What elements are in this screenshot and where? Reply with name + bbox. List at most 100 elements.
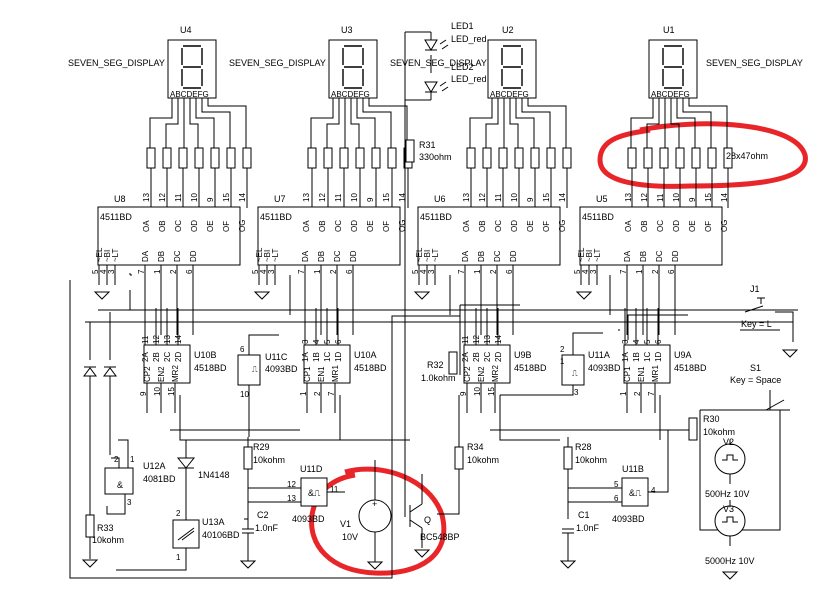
display-pins: ABCDEFG xyxy=(170,90,209,99)
resistor-array xyxy=(146,147,733,208)
resistor-r30: R30 10kohm xyxy=(688,414,735,441)
svg-text:2B: 2B xyxy=(472,352,481,362)
pin-number: 7 xyxy=(457,269,466,274)
diode-1n4148: 1N4148 xyxy=(176,440,230,500)
svg-text:BC548BP: BC548BP xyxy=(420,532,460,542)
pin-name: ~EL xyxy=(255,247,264,262)
pin-name: DD xyxy=(509,250,518,262)
svg-text:15: 15 xyxy=(167,387,176,396)
svg-text:EN1: EN1 xyxy=(317,366,326,382)
gate-u13a: 2 1 U13A 40106BD xyxy=(116,500,240,571)
svg-text:R33: R33 xyxy=(97,523,114,533)
svg-text:Key = L: Key = L xyxy=(741,319,772,329)
pin-number: 3 xyxy=(267,269,276,274)
gate-ref: U11C xyxy=(265,352,288,362)
svg-text:MR2: MR2 xyxy=(491,365,500,382)
display-type: SEVEN_SEG_DISPLAY xyxy=(706,58,803,68)
svg-text:1D: 1D xyxy=(334,352,343,362)
ground-icon xyxy=(93,291,111,300)
pin-name: OF xyxy=(542,221,551,232)
svg-text:⎍: ⎍ xyxy=(572,369,578,378)
pin-number: 3 xyxy=(107,269,116,274)
svg-text:R28: R28 xyxy=(575,442,592,452)
pin-name: DA xyxy=(461,250,470,262)
pin-number: 1 xyxy=(473,269,482,274)
resistor xyxy=(178,147,188,169)
resistor xyxy=(466,147,476,169)
pin-number: 12 xyxy=(478,193,487,202)
bus-wires xyxy=(69,273,798,579)
pin-number: 1 xyxy=(313,269,322,274)
svg-text:+: + xyxy=(372,499,377,509)
counter-group: 112A122B132C142DCP29EN210MR215U10B4518BD… xyxy=(139,308,707,413)
gate-part: 4081BD xyxy=(143,474,176,484)
pin-name: OB xyxy=(158,220,167,232)
svg-text:1B: 1B xyxy=(632,352,641,362)
pin-name: OC xyxy=(656,220,665,232)
gate-ref: U11D xyxy=(300,464,323,474)
pin-number: 1 xyxy=(635,269,644,274)
pin-name: OG xyxy=(398,220,407,232)
svg-text:10kohm: 10kohm xyxy=(253,455,285,465)
pin-name: ~BI xyxy=(103,250,112,262)
svg-text:2: 2 xyxy=(114,455,119,464)
svg-text:7: 7 xyxy=(327,391,336,396)
svg-text:R30: R30 xyxy=(703,414,720,424)
pin-name: OE xyxy=(206,220,215,232)
resistor-r33: R33 10kohm xyxy=(85,514,124,559)
resistor xyxy=(562,147,572,169)
resistor xyxy=(210,147,220,169)
pin-name: DC xyxy=(333,250,342,262)
pin-number: 14 xyxy=(398,193,407,202)
pin-number: 10 xyxy=(510,193,519,202)
pin-name: OF xyxy=(382,221,391,232)
ground-icon xyxy=(781,349,799,358)
ground-icon xyxy=(239,560,257,569)
pin-name: DC xyxy=(655,250,664,262)
ground-symbols xyxy=(81,291,799,580)
pin-name: ~LT xyxy=(593,248,602,262)
svg-text:2A: 2A xyxy=(141,352,150,362)
svg-text:2: 2 xyxy=(176,509,181,518)
pin-number: 15 xyxy=(382,193,391,202)
pin-number: 13 xyxy=(302,193,311,202)
pin-number: 14 xyxy=(238,193,247,202)
svg-text:1C: 1C xyxy=(323,352,332,362)
svg-text:MR1: MR1 xyxy=(651,365,660,382)
display-u2: U2 SEVEN_SEG_DISPLAY ABCDEFG xyxy=(390,25,537,99)
svg-text:&⎍: &⎍ xyxy=(629,488,642,498)
display-ref: U1 xyxy=(663,25,675,35)
svg-text:1: 1 xyxy=(619,391,628,396)
decoder-ref: U5 xyxy=(596,194,608,204)
pin-number: 4 xyxy=(99,269,108,274)
svg-text:1C: 1C xyxy=(643,352,652,362)
svg-text:R34: R34 xyxy=(467,442,484,452)
switch-j1: J1 Key = L xyxy=(741,284,794,342)
counter-part: 4518BD xyxy=(514,363,547,373)
svg-text:2C: 2C xyxy=(163,352,172,362)
decoder-part: 4511BD xyxy=(260,212,292,222)
svg-text:R29: R29 xyxy=(253,442,270,452)
pin-name: DB xyxy=(157,251,166,262)
svg-text:10: 10 xyxy=(153,387,162,396)
decoder-ref: U6 xyxy=(434,194,446,204)
pin-name: OE xyxy=(366,220,375,232)
pin-number: 14 xyxy=(558,193,567,202)
svg-text:3: 3 xyxy=(574,388,579,397)
ground-icon xyxy=(575,291,593,300)
pin-number: 14 xyxy=(720,193,729,202)
svg-text:1.0nF: 1.0nF xyxy=(576,523,600,533)
display-pins: ABCDEFG xyxy=(331,90,370,99)
pin-number: 9 xyxy=(526,197,535,202)
pin-name: DD xyxy=(189,250,198,262)
display-pins: ABCDEFG xyxy=(651,90,690,99)
pin-number: 7 xyxy=(137,269,146,274)
pin-number: 15 xyxy=(704,193,713,202)
resistor xyxy=(482,147,492,169)
svg-text:10kohm: 10kohm xyxy=(575,455,607,465)
diode-pair-left xyxy=(83,312,117,515)
svg-text:V3: V3 xyxy=(723,504,734,514)
